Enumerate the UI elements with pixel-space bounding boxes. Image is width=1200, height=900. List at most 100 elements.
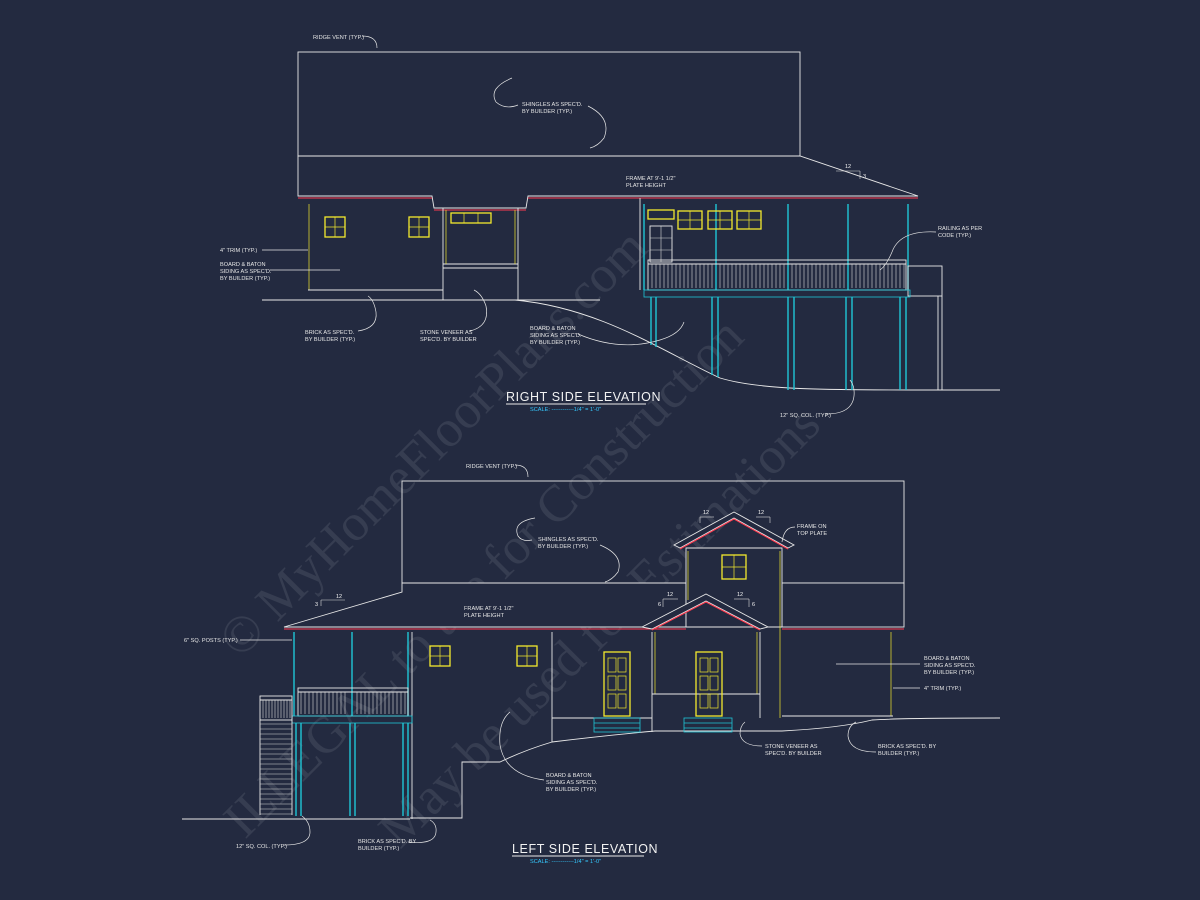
leader-line <box>514 464 529 478</box>
note-board-baton: BOARD & BATON <box>220 262 265 268</box>
note-ridge-vent: RIDGE VENT (TYP.) <box>466 464 517 470</box>
pitch-run-label: 12 <box>845 164 851 170</box>
window <box>707 210 733 230</box>
note-frame-top-plate: FRAME ON <box>797 524 827 530</box>
lower-roof-face <box>781 582 905 628</box>
entry-step <box>683 717 733 733</box>
grade-slope <box>410 717 1001 819</box>
note-brick: BUILDER (TYP.) <box>878 751 919 757</box>
window <box>408 216 430 238</box>
leader-line <box>516 517 536 541</box>
porch-railing <box>647 259 943 297</box>
pitch-run-label: 12 <box>703 510 709 516</box>
note-brick: BRICK AS SPEC'D. <box>305 330 355 336</box>
pitch-run-label: 12 <box>758 510 764 516</box>
leader-line <box>493 77 519 108</box>
leader-line <box>283 815 311 846</box>
note-frame-top-plate: TOP PLATE <box>797 531 827 537</box>
window <box>677 210 703 230</box>
note-column: 12" SQ. COL. (TYP.) <box>780 413 831 419</box>
note-board-baton-lower: BOARD & BATON <box>530 326 575 332</box>
pitch-run-label: 12 <box>737 592 743 598</box>
pitch-run-label: 12 <box>336 594 342 600</box>
note-railing: RAILING AS PER <box>938 226 982 232</box>
note-posts: 6" SQ. POSTS (TYP.) <box>184 638 238 644</box>
note-brick: BY BUILDER (TYP.) <box>305 337 355 343</box>
note-board-baton: BY BUILDER (TYP.) <box>220 276 270 282</box>
leader-line <box>577 321 685 346</box>
window <box>324 216 346 238</box>
note-brick-lower: BUILDER (TYP.) <box>358 846 399 852</box>
left-elevation-title: LEFT SIDE ELEVATION <box>512 842 658 856</box>
tower-wall <box>685 547 783 628</box>
roof-fascia <box>651 601 761 631</box>
note-stone-veneer: SPEC'D. BY BUILDER <box>765 751 822 757</box>
pitch-rise-label: 3 <box>863 174 866 180</box>
note-brick: BRICK AS SPEC'D. BY <box>878 744 937 750</box>
roof-fascia <box>679 518 789 550</box>
transom-window <box>647 209 675 220</box>
note-board-baton: BY BUILDER (TYP.) <box>924 670 974 676</box>
right-side-elevation: 12 3 <box>220 35 1000 419</box>
leader-line <box>879 231 937 271</box>
note-board-baton: BOARD & BATON <box>924 656 969 662</box>
deck-band <box>643 289 911 298</box>
door <box>603 651 631 717</box>
exterior-stair <box>259 695 293 815</box>
pitch-run-label: 12 <box>667 592 673 598</box>
left-elevation-scale: SCALE: ------------1/4" = 1'-0" <box>530 859 601 865</box>
window <box>516 645 538 667</box>
note-trim: 4" TRIM (TYP.) <box>220 248 257 254</box>
upper-gable-roof <box>673 511 795 549</box>
door <box>695 651 723 717</box>
note-trim: 4" TRIM (TYP.) <box>924 686 961 692</box>
note-shingles: SHINGLES AS SPEC'D. <box>522 102 583 108</box>
pitch-rise-label: 6 <box>752 602 755 608</box>
note-shingles: SHINGLES AS SPEC'D. <box>538 537 599 543</box>
left-side-elevation: 12 3 12 12 12 6 12 6 <box>182 464 1001 865</box>
pitch-rise-label: 3 <box>315 602 318 608</box>
note-frame-height: FRAME AT 9'-1 1/2" <box>626 176 675 182</box>
leader-line <box>599 544 620 583</box>
entry-step <box>593 717 641 733</box>
grade-slope <box>514 299 1000 391</box>
transom-window <box>450 212 492 224</box>
leader-line <box>499 711 545 781</box>
leader-line <box>825 379 855 415</box>
lower-roof-face <box>283 582 687 628</box>
leader-line <box>469 289 487 332</box>
window <box>736 210 762 230</box>
note-board-baton-lower: BOARD & BATON <box>546 773 591 779</box>
note-frame-height: PLATE HEIGHT <box>626 183 667 189</box>
note-board-baton-lower: SIDING AS SPEC'D. <box>530 333 582 339</box>
leader-line <box>361 35 378 49</box>
note-stone-veneer: STONE VENEER AS <box>420 330 473 336</box>
note-shingles: BY BUILDER (TYP.) <box>522 109 572 115</box>
leader-line <box>407 819 437 843</box>
note-shingles: BY BUILDER (TYP.) <box>538 544 588 550</box>
right-elevation-scale: SCALE: ------------1/4" = 1'-0" <box>530 407 601 413</box>
lower-roof-face <box>297 155 919 209</box>
note-board-baton-lower: BY BUILDER (TYP.) <box>530 340 580 346</box>
note-board-baton: SIDING AS SPEC'D. <box>220 269 272 275</box>
leader-line <box>357 295 377 332</box>
note-frame-height: PLATE HEIGHT <box>464 613 505 619</box>
window <box>721 554 747 580</box>
leader-line <box>781 526 796 543</box>
note-board-baton-lower: SIDING AS SPEC'D. <box>546 780 598 786</box>
pitch-rise-label: 6 <box>658 602 661 608</box>
note-stone-veneer: SPEC'D. BY BUILDER <box>420 337 477 343</box>
note-brick-lower: BRICK AS SPEC'D. BY <box>358 839 417 845</box>
note-column: 12" SQ. COL. (TYP.) <box>236 844 287 850</box>
leader-line <box>587 105 607 149</box>
leader-line <box>739 721 763 747</box>
note-ridge-vent: RIDGE VENT (TYP.) <box>313 35 364 41</box>
note-stone-veneer: STONE VENEER AS <box>765 744 818 750</box>
window <box>429 645 451 667</box>
entry-gable-roof <box>640 593 770 630</box>
door <box>649 225 673 263</box>
leader-line <box>847 721 877 753</box>
note-board-baton-lower: BY BUILDER (TYP.) <box>546 787 596 793</box>
note-board-baton: SIDING AS SPEC'D. <box>924 663 976 669</box>
